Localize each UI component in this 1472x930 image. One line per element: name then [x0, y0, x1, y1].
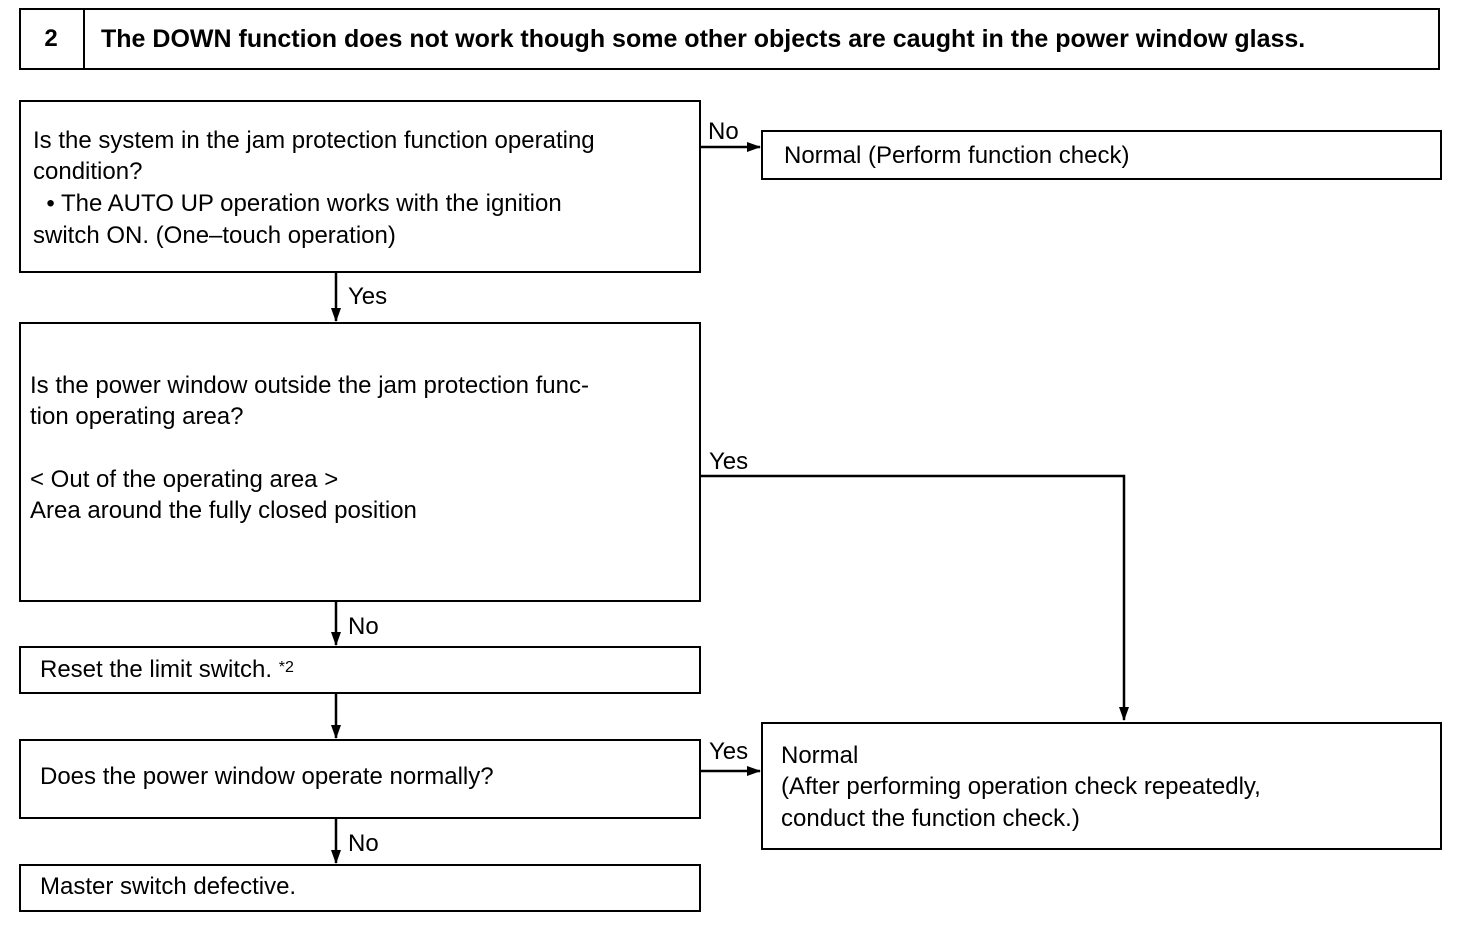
q1-line-3: • The AUTO UP operation works with the i… — [33, 190, 562, 217]
question-jam-protection-box — [19, 100, 701, 273]
q2-line-3: < Out of the operating area > — [30, 466, 339, 493]
label-q1-no: No — [708, 118, 739, 145]
label-q3-yes: Yes — [709, 738, 749, 765]
step-header-frame — [19, 8, 1440, 70]
action-reset-limit-switch-text: Reset the limit switch. *2 — [40, 654, 294, 685]
question-operating-area-box — [19, 322, 701, 602]
q2-line-2: tion operating area? — [30, 403, 244, 430]
label-q2-no: No — [348, 613, 379, 640]
q3-text: Does the power window operate normally? — [40, 763, 494, 790]
normal-result-line-1: Normal — [781, 742, 859, 769]
label-q2-yes: Yes — [709, 448, 749, 475]
connector-q2-yes — [701, 474, 1129, 721]
q2-line-4: Area around the fully closed position — [30, 497, 417, 524]
result-master-switch-defective-text: Master switch defective. — [40, 873, 297, 900]
q1-line-4: switch ON. (One–touch operation) — [33, 222, 396, 249]
q2-line-1: Is the power window outside the jam prot… — [30, 372, 589, 399]
action-reset-limit-switch-box — [19, 646, 701, 694]
reset-text: Reset the limit switch. — [40, 656, 279, 683]
question-operate-normally-box — [19, 739, 701, 819]
result-normal-after-check-box — [761, 722, 1442, 850]
result-master-switch-defective-box — [19, 864, 701, 912]
normal-result-line-3: conduct the function check.) — [781, 805, 1080, 832]
step-number: 2 — [44, 25, 58, 52]
step-title: The DOWN function does not work though s… — [101, 24, 1306, 53]
reset-footnote-mark: *2 — [278, 659, 294, 676]
step-header-divider — [83, 8, 85, 70]
label-q3-no: No — [348, 830, 379, 857]
normal-result-line-2: (After performing operation check repeat… — [781, 773, 1261, 800]
q1-line-1: Is the system in the jam protection func… — [33, 127, 595, 154]
result-normal-function-check-box — [761, 130, 1442, 180]
result-normal-function-check-text: Normal (Perform function check) — [784, 142, 1130, 169]
q1-line-2: condition? — [33, 158, 143, 185]
label-q1-yes: Yes — [348, 283, 388, 310]
